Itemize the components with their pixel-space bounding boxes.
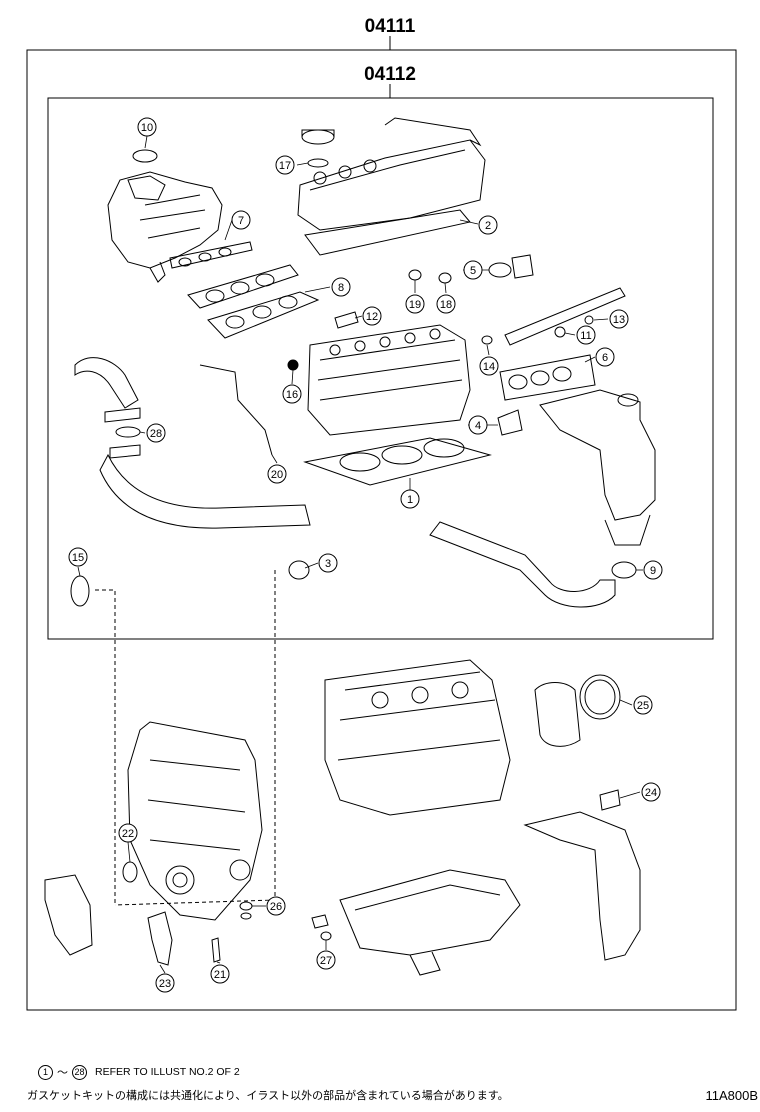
callout-15[interactable]: 15 <box>72 552 84 564</box>
timing-chain-cover <box>127 721 263 921</box>
callout-22-circle <box>118 823 138 843</box>
callout-23-circle <box>155 973 175 993</box>
range-end-badge: 28 <box>72 1064 87 1080</box>
callout-3-circle <box>318 553 338 573</box>
footer-japanese-note: ガスケットキットの構成には共通化により、イラスト以外の部品が含まれている場合があ… <box>27 1090 509 1102</box>
oil-pan <box>339 869 521 976</box>
callout-22[interactable]: 22 <box>122 828 134 840</box>
callout-25[interactable]: 25 <box>637 700 649 712</box>
callout-numbers: 1 2 3 4 5 6 7 8 9 10 11 12 13 14 15 16 1… <box>72 122 657 990</box>
callout-17[interactable]: 17 <box>279 160 291 172</box>
callout-21[interactable]: 21 <box>214 969 226 981</box>
callout-4[interactable]: 4 <box>475 420 481 432</box>
range-start-badge: 1 <box>38 1064 53 1080</box>
callout-26-circle <box>266 896 286 916</box>
callout-10-circle <box>137 117 157 137</box>
callout-19[interactable]: 19 <box>409 299 421 311</box>
callout-11[interactable]: 11 <box>580 330 591 342</box>
refer-illustration-text: REFER TO ILLUST NO.2 OF 2 <box>95 1066 240 1078</box>
callout-2-circle <box>478 215 498 235</box>
callout-1-circle <box>400 489 420 509</box>
cylinder-head-cover <box>297 117 486 231</box>
callout-5-circle <box>463 260 483 280</box>
callout-12[interactable]: 12 <box>366 311 378 323</box>
callout-25-circle <box>633 695 653 715</box>
part-illustrations <box>44 117 656 976</box>
callout-7-circle <box>231 210 251 230</box>
callout-16-circle <box>282 384 302 404</box>
callout-27-circle <box>316 950 336 970</box>
drawing-id: 11A800B <box>705 1088 758 1103</box>
callout-10[interactable]: 10 <box>141 122 153 134</box>
callout-5[interactable]: 5 <box>470 265 476 277</box>
callout-3[interactable]: 3 <box>325 558 331 570</box>
callout-20-circle <box>267 464 287 484</box>
outer-kit-frame <box>26 49 737 1011</box>
cylinder-head <box>307 324 471 436</box>
callout-18-circle <box>436 294 456 314</box>
exhaust-manifold-catalyst <box>539 389 656 546</box>
range-separator: ～ <box>57 1067 68 1079</box>
callout-8-circle <box>331 277 351 297</box>
callout-26[interactable]: 26 <box>270 901 282 913</box>
footer-reference: 1 ～ 28 REFER TO ILLUST NO.2 OF 2 <box>38 1064 760 1080</box>
callout-9-circle <box>643 560 663 580</box>
outer-kit-code[interactable]: 04111 <box>365 16 416 37</box>
callout-14[interactable]: 14 <box>483 361 495 373</box>
callout-4-circle <box>468 415 488 435</box>
callout-6[interactable]: 6 <box>602 352 608 364</box>
callout-20[interactable]: 20 <box>271 469 283 481</box>
callout-24-circle <box>641 782 661 802</box>
callout-2[interactable]: 2 <box>485 220 491 232</box>
callout-6-circle <box>595 347 615 367</box>
callout-19-circle <box>405 294 425 314</box>
inner-kit-frame <box>47 97 714 640</box>
cylinder-block <box>324 659 511 816</box>
callout-13-circle <box>609 309 629 329</box>
callout-1[interactable]: 1 <box>407 494 413 506</box>
inner-kit-code[interactable]: 04112 <box>364 64 416 85</box>
callout-circles <box>68 117 663 993</box>
callout-27[interactable]: 27 <box>320 955 332 967</box>
callout-28[interactable]: 28 <box>150 428 162 440</box>
callout-23[interactable]: 23 <box>159 978 171 990</box>
callout-18[interactable]: 18 <box>440 299 452 311</box>
callout-8[interactable]: 8 <box>338 282 344 294</box>
callout-7[interactable]: 7 <box>238 215 244 227</box>
callout-21-circle <box>210 964 230 984</box>
callout-15-circle <box>68 547 88 567</box>
callout-28-circle <box>146 423 166 443</box>
callout-14-circle <box>479 356 499 376</box>
callout-13[interactable]: 13 <box>613 314 625 326</box>
callout-17-circle <box>275 155 295 175</box>
callout-24[interactable]: 24 <box>645 787 657 799</box>
leader-lines <box>77 135 643 974</box>
callout-16[interactable]: 16 <box>286 389 298 401</box>
intake-manifold <box>107 171 223 283</box>
callout-9[interactable]: 9 <box>650 565 656 577</box>
callout-11-circle <box>576 325 596 345</box>
callout-12-circle <box>362 306 382 326</box>
